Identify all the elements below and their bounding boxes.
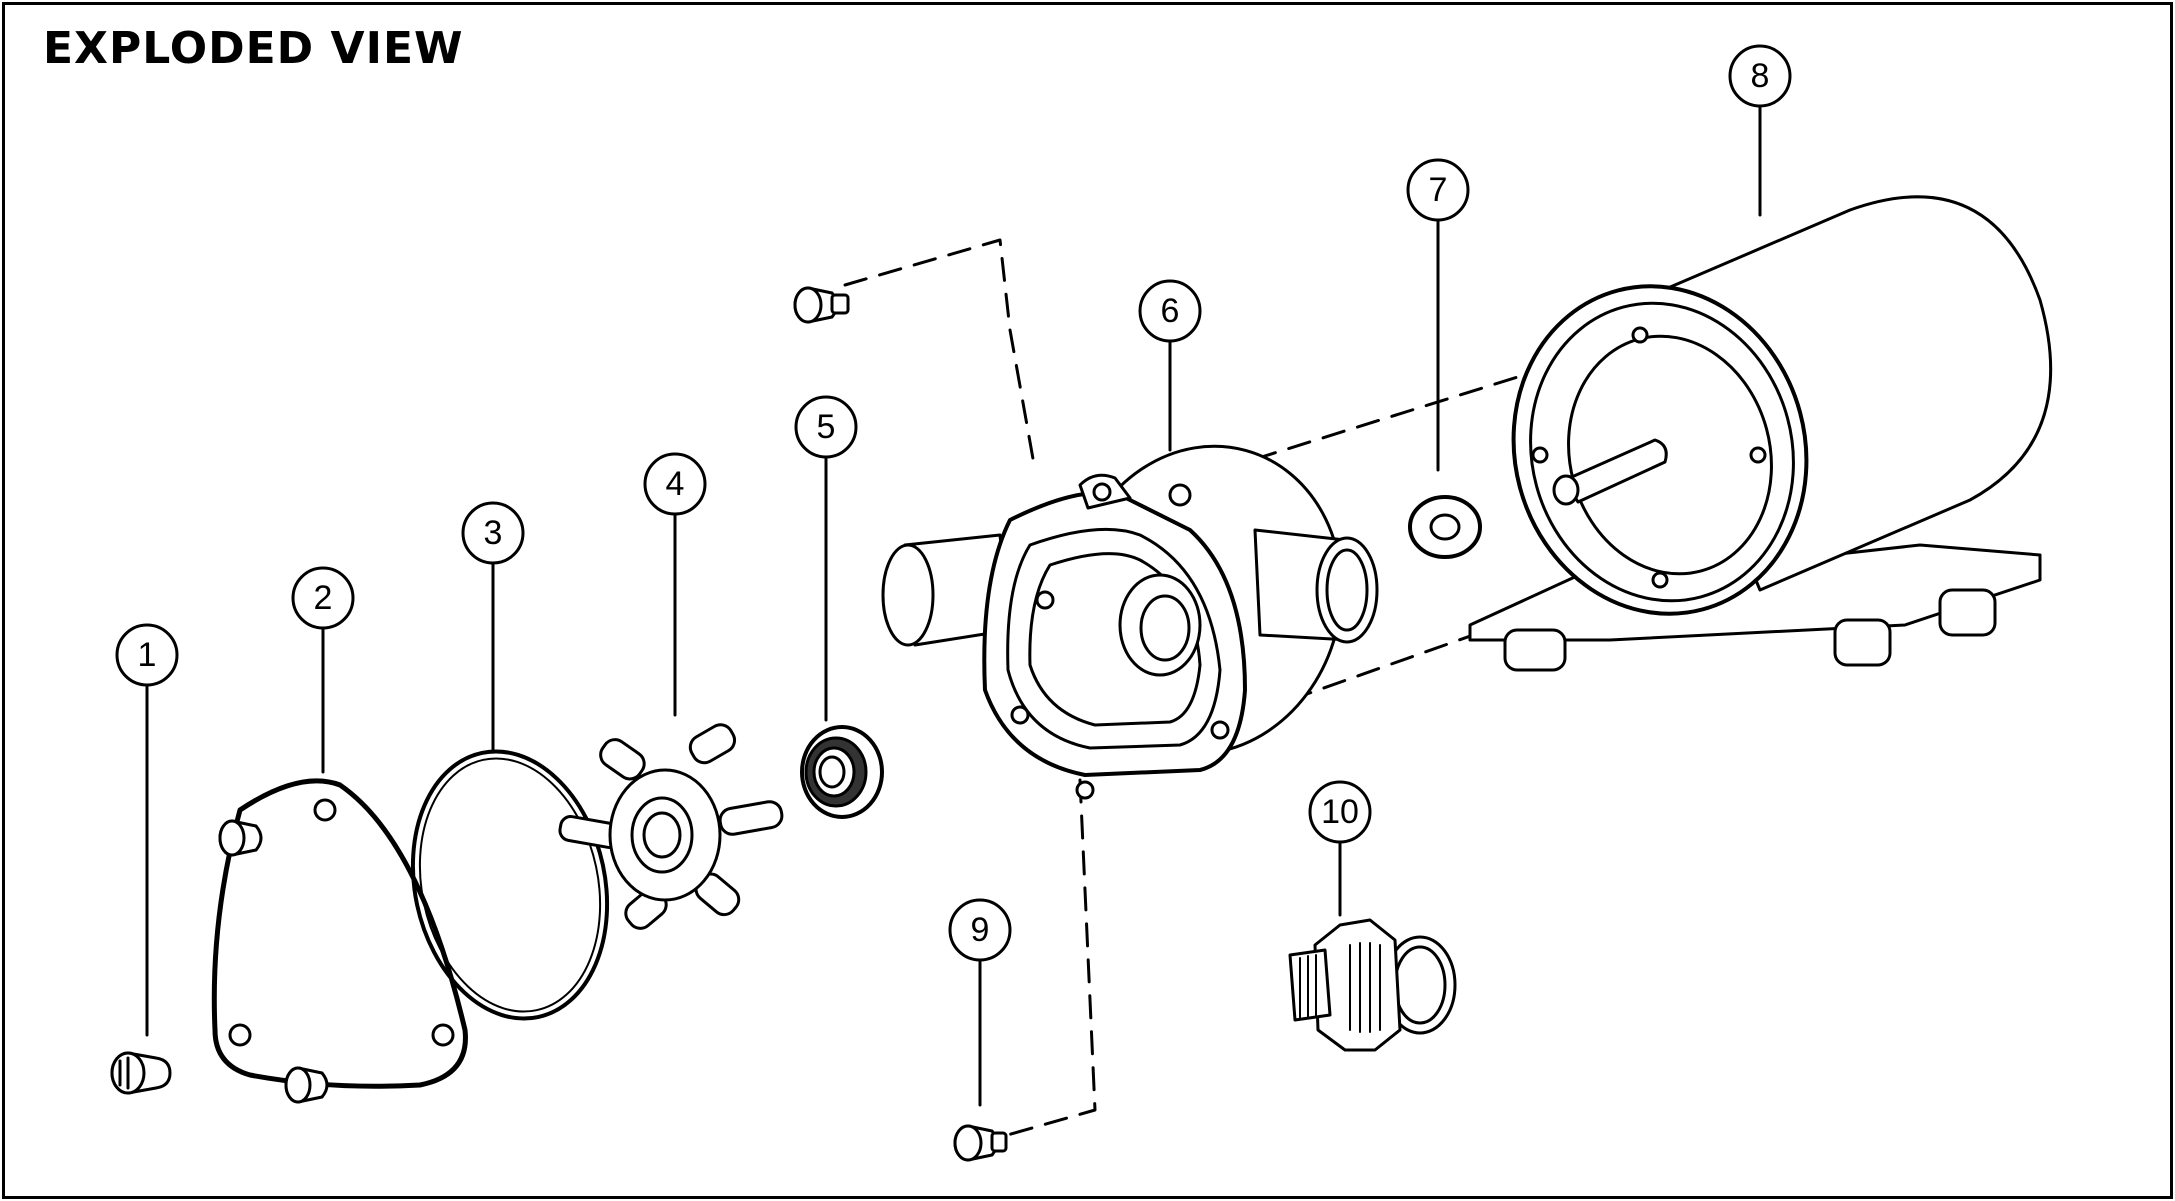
callout-9: 9 [948, 898, 1012, 1107]
callout-8-number: 8 [1751, 57, 1770, 95]
part-10-fitting [1270, 918, 1457, 1052]
part-7-washer [1408, 495, 1482, 559]
part-2-cover-plate [211, 778, 468, 1104]
callout-10: 10 [1308, 780, 1372, 917]
callout-8: 8 [1728, 44, 1792, 217]
part-9-screw [953, 1124, 1008, 1162]
part-8-motor [1468, 195, 2053, 672]
part-1-screw [110, 1051, 172, 1095]
callout-10-number: 10 [1321, 793, 1359, 831]
callout-7: 7 [1406, 158, 1470, 472]
callout-1: 1 [115, 623, 179, 1037]
part-3-gasket [410, 749, 610, 1021]
part-5-seal [800, 725, 884, 819]
callout-3: 3 [461, 501, 525, 754]
diagram-title: EXPLODED VIEW [43, 23, 464, 74]
callout-4: 4 [643, 452, 707, 717]
callouts: 1 2 3 4 5 6 [115, 44, 1792, 1107]
callout-7-number: 7 [1429, 171, 1448, 209]
callout-2: 2 [291, 566, 355, 774]
callout-5-number: 5 [817, 408, 836, 446]
part-6-pump-housing [881, 444, 1379, 800]
part-4-impeller [558, 723, 784, 930]
callout-6-number: 6 [1161, 292, 1180, 330]
callout-9-number: 9 [971, 911, 990, 949]
callout-1-number: 1 [138, 636, 157, 674]
callout-2-number: 2 [314, 579, 333, 617]
callout-6: 6 [1138, 279, 1202, 452]
callout-5: 5 [794, 395, 858, 722]
housing-screw-top [793, 286, 850, 324]
callout-4-number: 4 [666, 465, 685, 503]
callout-3-number: 3 [484, 514, 503, 552]
